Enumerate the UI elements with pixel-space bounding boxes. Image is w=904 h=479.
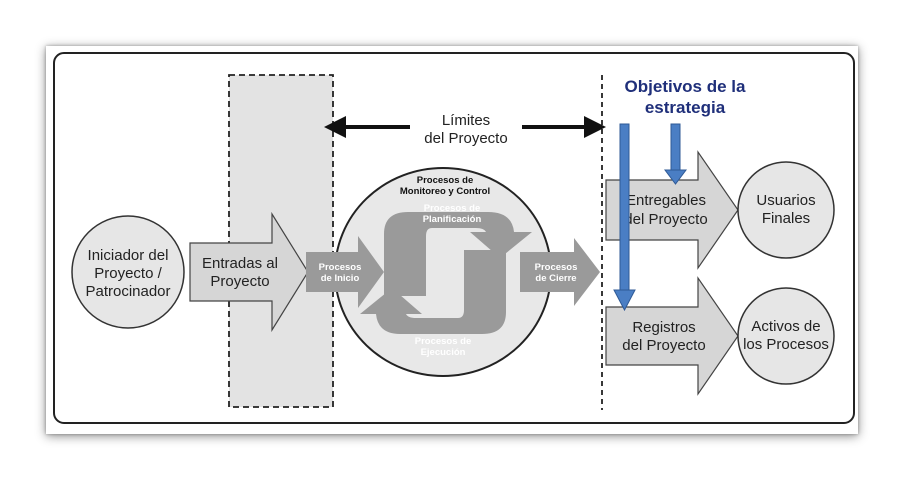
strategy-arrow-short xyxy=(664,123,687,185)
cierre-arrow xyxy=(520,238,600,306)
entradas-arrow xyxy=(189,211,309,333)
entregables-line-1: Entregables xyxy=(626,192,706,209)
registros-line-1: Registros xyxy=(632,319,695,336)
registros-arrow xyxy=(605,276,739,396)
activos-node xyxy=(737,287,835,385)
entradas-line-2: Proyecto xyxy=(210,273,269,290)
inicio-arrow xyxy=(306,236,384,308)
registros-line-2: del Proyecto xyxy=(622,337,705,354)
limites-line-1: Límites xyxy=(442,112,490,129)
activos-line-1: Activos de xyxy=(751,318,820,335)
iniciador-line-2: Proyecto / xyxy=(94,265,162,282)
activos-line-2: los Procesos xyxy=(743,336,829,353)
objetivos-line-1: Objetivos de la xyxy=(625,77,746,96)
iniciador-node xyxy=(71,215,185,329)
cierre-line-1: Procesos xyxy=(535,262,578,273)
planificacion-line-1: Procesos de xyxy=(424,203,481,214)
iniciador-line-3: Patrocinador xyxy=(85,283,170,300)
monitoreo-line-1: Procesos de xyxy=(417,175,474,186)
objetivos-line-2: estrategia xyxy=(645,98,726,117)
usuarios-line-1: Usuarios xyxy=(756,192,815,209)
inicio-line-1: Procesos xyxy=(319,262,362,273)
limites-line-2: del Proyecto xyxy=(424,130,507,147)
inicio-line-2: de Inicio xyxy=(321,273,360,284)
planificacion-line-2: Planificación xyxy=(423,214,482,225)
monitoreo-line-2: Monitoreo y Control xyxy=(400,186,490,197)
usuarios-node xyxy=(737,161,835,259)
process-cycle-arrows xyxy=(360,212,532,334)
ejecucion-line-1: Procesos de xyxy=(415,336,472,347)
entregables-line-2: del Proyecto xyxy=(624,211,707,228)
iniciador-line-1: Iniciador del xyxy=(88,247,169,264)
strategy-arrow-long xyxy=(613,123,636,312)
project-limits-arrow xyxy=(324,110,606,148)
usuarios-line-2: Finales xyxy=(762,210,810,227)
cierre-line-2: de Cierre xyxy=(535,273,576,284)
ejecucion-line-2: Ejecución xyxy=(421,347,466,358)
entradas-line-1: Entradas al xyxy=(202,255,278,272)
